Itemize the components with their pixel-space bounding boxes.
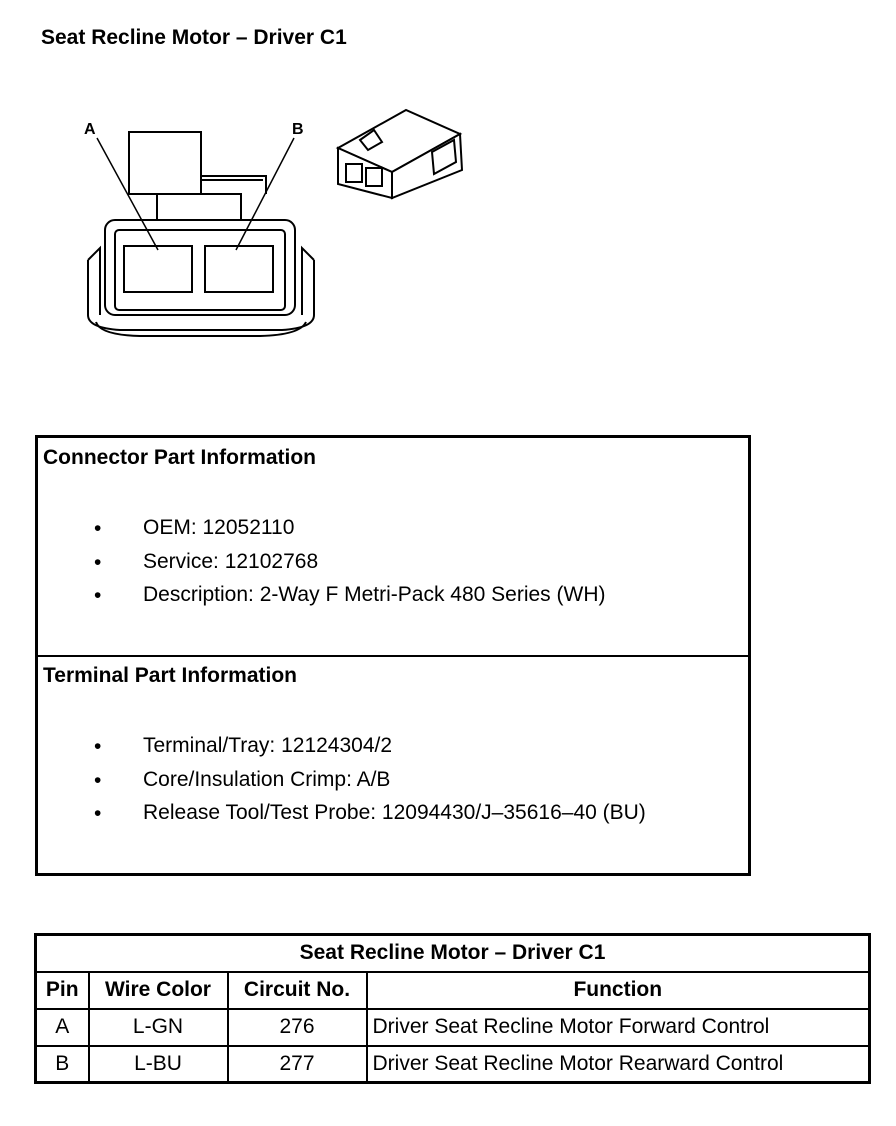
table-header-row: Pin Wire Color Circuit No. Function bbox=[34, 970, 871, 1010]
pin-cell: A bbox=[34, 1007, 90, 1047]
bullet: • bbox=[94, 735, 102, 758]
column-header: Circuit No. bbox=[226, 970, 368, 1010]
pin-b-label: B bbox=[292, 121, 304, 138]
connector-info-heading: Connector Part Information bbox=[43, 446, 317, 469]
bullet: • bbox=[94, 584, 102, 607]
pin-cell: B bbox=[34, 1044, 90, 1084]
list-item: • Core/Insulation Crimp: A/B bbox=[38, 768, 748, 802]
function-cell: Driver Seat Recline Motor Rearward Contr… bbox=[365, 1044, 871, 1084]
table-caption: Seat Recline Motor – Driver C1 bbox=[34, 933, 871, 973]
list-item-text: Core/Insulation Crimp: A/B bbox=[143, 767, 391, 791]
wire-color-cell: L-GN bbox=[87, 1007, 229, 1047]
column-header: Function bbox=[365, 970, 871, 1010]
terminal-info-list: • Terminal/Tray: 12124304/2 • Core/Insulat… bbox=[38, 734, 748, 835]
connector-diagram: A B bbox=[84, 108, 464, 337]
pin-a-label: A bbox=[84, 121, 96, 138]
page-title: Seat Recline Motor – Driver C1 bbox=[41, 26, 347, 49]
list-item-text: Description: 2-Way F Metri-Pack 480 Seri… bbox=[143, 583, 606, 606]
list-item: • Service: 12102768 bbox=[38, 550, 748, 584]
bullet: • bbox=[94, 550, 102, 574]
connector-info-list: • OEM: 12052110 • Service: 12102768 • Descr… bbox=[38, 516, 748, 617]
connector-part-info: Connector Part Information • OEM: 1205211… bbox=[35, 435, 751, 657]
list-item-text: Release Tool/Test Probe: 12094430/J–3561… bbox=[143, 801, 646, 824]
table-row: B L-BU 277 Driver Seat Recline Motor Rea… bbox=[34, 1044, 871, 1084]
list-item: • Terminal/Tray: 12124304/2 bbox=[38, 734, 748, 768]
connector-isometric-view bbox=[335, 108, 464, 200]
table-row: A L-GN 276 Driver Seat Recline Motor For… bbox=[34, 1007, 871, 1047]
bullet: • bbox=[94, 517, 102, 540]
bullet: • bbox=[94, 768, 102, 792]
function-cell: Driver Seat Recline Motor Forward Contro… bbox=[365, 1007, 871, 1047]
circuit-cell: 277 bbox=[226, 1044, 368, 1084]
terminal-part-info: Terminal Part Information • Terminal/Tray… bbox=[35, 655, 751, 876]
wire-color-cell: L-BU bbox=[87, 1044, 229, 1084]
pin-table: Seat Recline Motor – Driver C1 Pin Wire … bbox=[34, 933, 872, 1084]
list-item-text: Service: 12102768 bbox=[143, 549, 319, 573]
list-item-text: Terminal/Tray: 12124304/2 bbox=[143, 734, 393, 757]
connector-face-view bbox=[87, 131, 315, 337]
list-item-text: OEM: 12052110 bbox=[143, 516, 295, 539]
terminal-info-heading: Terminal Part Information bbox=[43, 664, 297, 687]
circuit-cell: 276 bbox=[226, 1007, 368, 1047]
list-item: • Release Tool/Test Probe: 12094430/J–356… bbox=[38, 801, 748, 835]
table-caption-row: Seat Recline Motor – Driver C1 bbox=[34, 933, 871, 973]
column-header: Pin bbox=[34, 970, 90, 1010]
list-item: • OEM: 12052110 bbox=[38, 516, 748, 550]
bullet: • bbox=[94, 802, 102, 825]
list-item: • Description: 2-Way F Metri-Pack 480 Ser… bbox=[38, 583, 748, 617]
column-header: Wire Color bbox=[87, 970, 229, 1010]
